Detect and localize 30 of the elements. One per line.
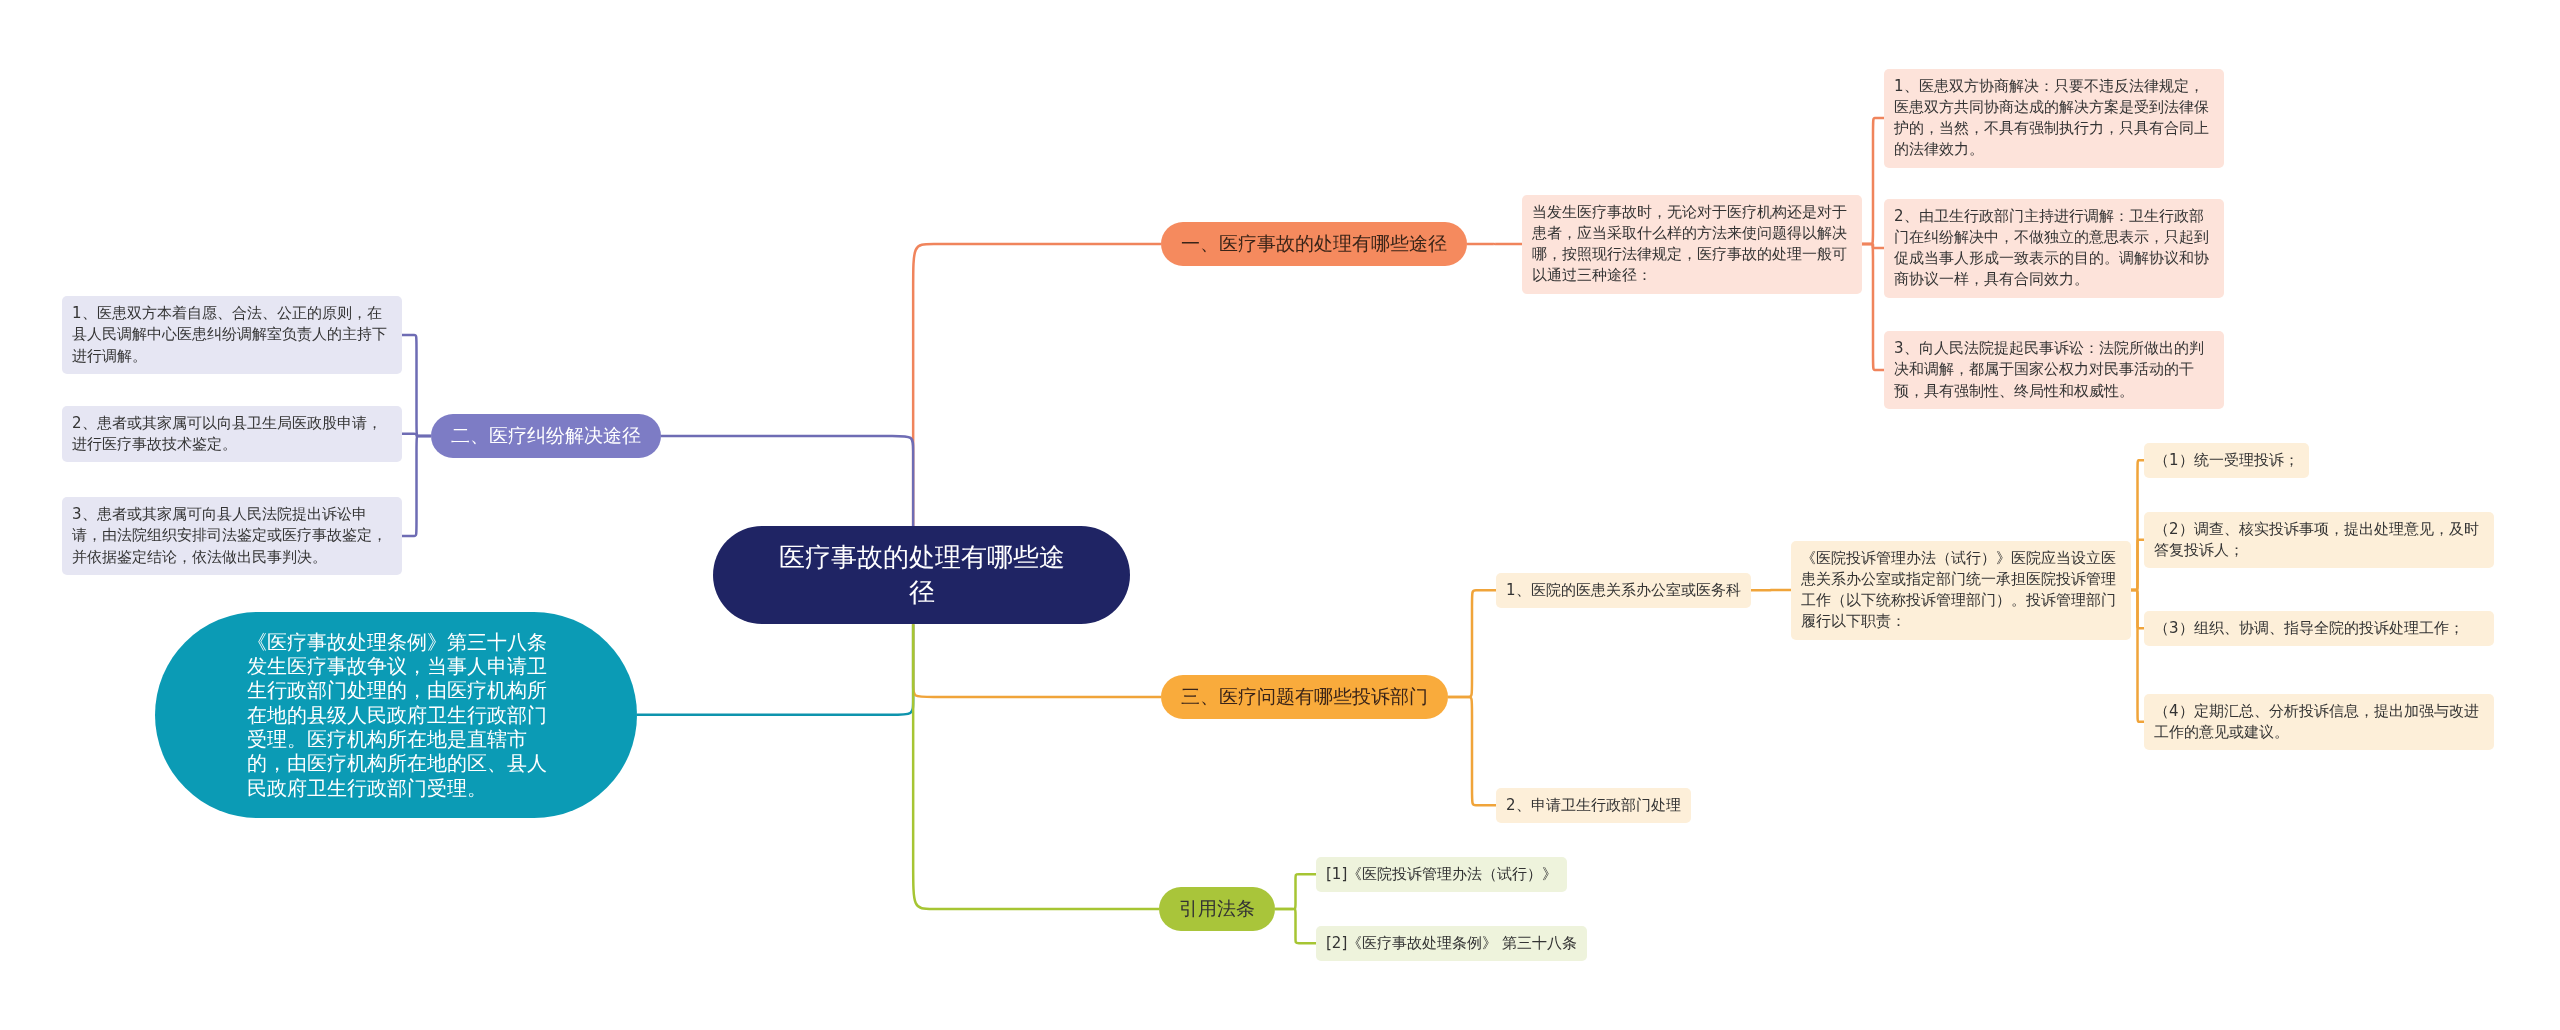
branch-topic: 一、医疗事故的处理有哪些途径 bbox=[1161, 222, 1467, 266]
note-bubble: 《医疗事故处理条例》第三十八条发生医疗事故争议，当事人申请卫生行政部门处理的，由医疗机构所在地的县级人民政府卫生行政部门受理。医疗机构所在地是直辖市的，由医疗机构所在地的区、县人民政府卫生行政部门受理。 bbox=[155, 611, 637, 819]
connector-line bbox=[1467, 242, 1522, 246]
connector-line bbox=[1750, 588, 1791, 592]
central-topic: 医疗事故的处理有哪些途径 bbox=[713, 526, 1130, 625]
branch-topic: 三、医疗问题有哪些投诉部门 bbox=[1161, 675, 1448, 719]
subtopic-box: 3、患者或其家属可向县人民法院提出诉讼申请，由法院组织安排司法鉴定或医疗事故鉴定，并依据鉴定结论，依法做出民事判决。 bbox=[62, 497, 402, 575]
subtopic-box: 当发生医疗事故时，无论对于医疗机构还是对于患者，应当采取什么样的方法来使问题得以解决哪，按照现行法律规定，医疗事故的处理一般可以通过三种途径： bbox=[1522, 194, 1862, 294]
subtopic-box: 《医院投诉管理办法（试行）》医院应当设立医患关系办公室或指定部门统一承担医院投诉管理工作（以下统称投诉管理部门）。投诉管理部门履行以下职责： bbox=[1791, 540, 2131, 640]
branch-topic: 引用法条 bbox=[1159, 887, 1275, 931]
connector-line bbox=[402, 434, 431, 538]
connector-line bbox=[911, 624, 1159, 911]
subtopic-box: （3）组织、协调、指导全院的投诉处理工作； bbox=[2144, 610, 2494, 646]
subtopic-box: 2、患者或其家属可以向县卫生局医政股申请，进行医疗事故技术鉴定。 bbox=[62, 405, 402, 463]
subtopic-box: （4）定期汇总、分析投诉信息，提出加强与改进工作的意见或建议。 bbox=[2144, 693, 2494, 751]
subtopic-box: （2）调查、核实投诉事项，提出处理意见，及时答复投诉人； bbox=[2144, 511, 2494, 569]
subtopic-box: 3、向人民法院提起民事诉讼：法院所做出的判决和调解，都属于国家公权力对民事活动的干预，具有强制性、终局性和权威性。 bbox=[1884, 331, 2224, 409]
subtopic-box: 2、申请卫生行政部门处理 bbox=[1496, 787, 1691, 823]
connector-line bbox=[1275, 907, 1316, 945]
subtopic-box: 2、由卫生行政部门主持进行调解：卫生行政部门在纠纷解决中，不做独立的意思表示，只起到促成当事人形成一致表示的目的。调解协议和协商协议一样，具有合同效力。 bbox=[1884, 198, 2224, 298]
subtopic-box: [2]《医疗事故处理条例》 第三十八条 bbox=[1316, 925, 1587, 961]
subtopic-box: 1、医患双方本着自愿、合法、公正的原则，在县人民调解中心医患纠纷调解室负责人的主持下进行调解。 bbox=[62, 296, 402, 374]
subtopic-box: 1、医院的医患关系办公室或医务科 bbox=[1496, 572, 1751, 608]
connector-line bbox=[661, 434, 915, 526]
subtopic-box: [1]《医院投诉管理办法（试行）》 bbox=[1316, 856, 1568, 892]
connector-line bbox=[1448, 695, 1496, 807]
subtopic-box: 1、医患双方协商解决：只要不违反法律规定，医患双方共同协商达成的解决方案是受到法律保护的，当然，不具有强制执行力，只具有合同上的法律效力。 bbox=[1884, 68, 2224, 168]
subtopic-box: （1）统一受理投诉； bbox=[2144, 442, 2309, 478]
branch-topic: 二、医疗纠纷解决途径 bbox=[431, 414, 661, 458]
connector-line bbox=[2130, 588, 2145, 724]
